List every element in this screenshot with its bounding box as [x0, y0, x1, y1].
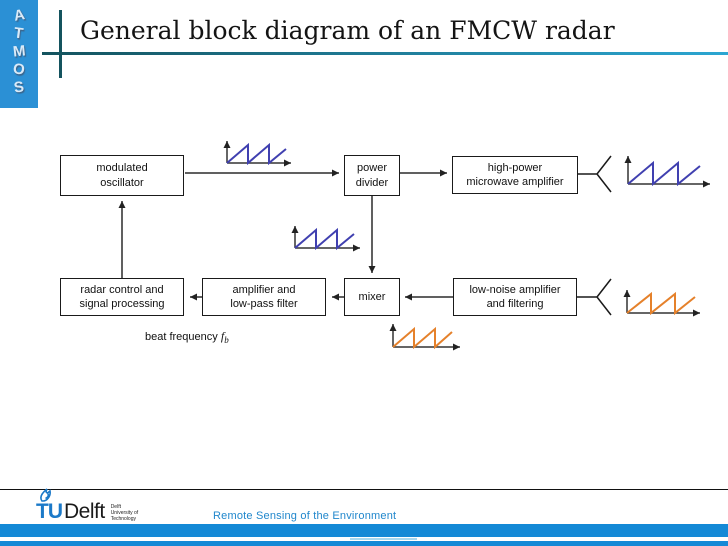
- transmit-antenna-icon: [578, 155, 612, 193]
- affiliation-line: Delft: [110, 504, 121, 510]
- sidebar-letter: T: [13, 24, 25, 43]
- beat-frequency-symbol: f: [220, 329, 225, 343]
- title-vertical-rule: [59, 10, 62, 78]
- sawtooth-receive-icon: [623, 290, 700, 317]
- atmos-sidebar: A T M O S: [0, 0, 38, 108]
- title-horizontal-rule: [42, 52, 728, 55]
- beat-frequency-label: beat frequency fb: [145, 329, 229, 345]
- tu-delft-logo: TU Delft Delft University of Technology: [36, 488, 139, 523]
- logo-tu-text: TU: [36, 500, 63, 523]
- tu-delft-flame-icon: [40, 488, 51, 502]
- sawtooth-modulation-icon: [223, 141, 291, 167]
- block-high-power-microwave-amplifier: high-power microwave amplifier: [452, 156, 578, 194]
- footer-caption: Remote Sensing of the Environment: [213, 510, 397, 522]
- block-low-noise-amplifier-filtering: low-noise amplifier and filtering: [453, 278, 577, 316]
- sidebar-letter: A: [12, 6, 26, 25]
- sawtooth-transmit-icon: [624, 156, 710, 188]
- connector-arrows: [118, 169, 453, 301]
- sawtooth-reference-icon: [291, 226, 360, 252]
- sidebar-letter: O: [12, 60, 26, 79]
- page-title: General block diagram of an FMCW radar: [80, 16, 615, 45]
- block-modulated-oscillator: modulated oscillator: [60, 155, 184, 196]
- footer-divider: [0, 489, 728, 490]
- affiliation-line: Technology: [110, 516, 136, 522]
- block-amplifier-low-pass-filter: amplifier and low-pass filter: [202, 278, 326, 316]
- beat-frequency-text: beat frequency: [145, 331, 221, 343]
- footer-bar-main: [0, 524, 728, 537]
- logo-delft-text: Delft: [64, 500, 105, 523]
- block-mixer: mixer: [344, 278, 400, 316]
- sidebar-letter: S: [12, 78, 26, 97]
- beat-frequency-subscript: b: [224, 335, 229, 346]
- block-radar-control-signal-processing: radar control and signal processing: [60, 278, 184, 316]
- footer-bar-bottom: [0, 541, 728, 546]
- receive-antenna-icon: [577, 278, 612, 316]
- logo-affiliation: Delft University of Technology: [111, 504, 139, 522]
- affiliation-line: University of: [110, 510, 139, 516]
- block-power-divider: power divider: [344, 155, 400, 196]
- sidebar-letter: M: [11, 42, 27, 61]
- sawtooth-mixer-input-icon: [389, 324, 460, 351]
- footer-bar-accent: [350, 538, 417, 540]
